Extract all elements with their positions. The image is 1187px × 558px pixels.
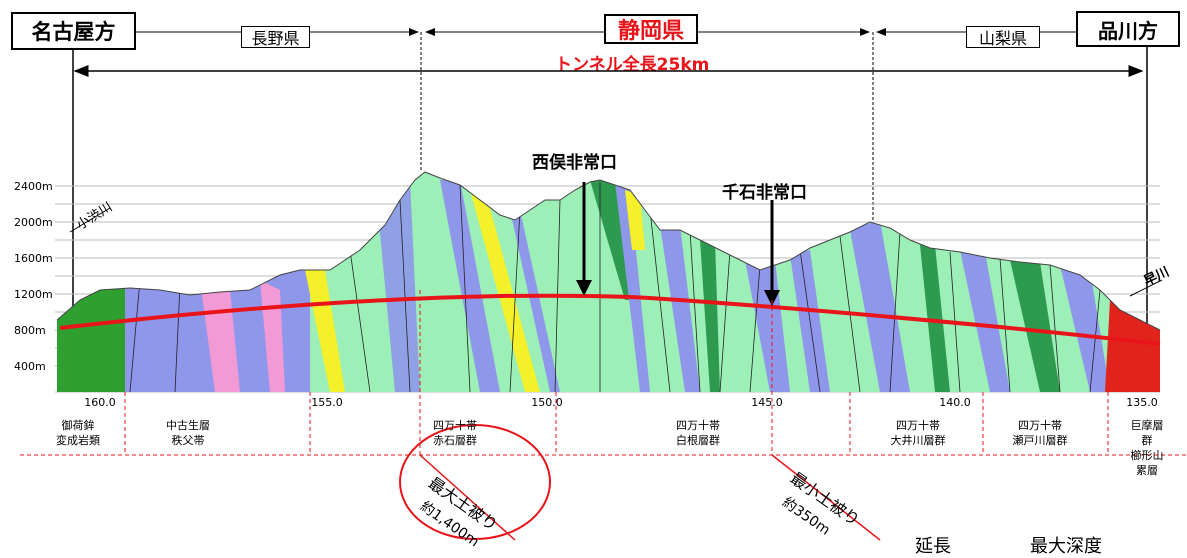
geology-label: 巨摩層群櫛形山累層: [1130, 419, 1164, 477]
nishimata-portal-label: 西俣非常口: [532, 153, 617, 173]
shizuoka-prefecture-box: 静岡県: [604, 14, 698, 44]
km-label-150: 150.0: [531, 396, 563, 409]
nagoya-direction-label: 名古屋方: [31, 20, 116, 44]
km-label-155: 155.0: [311, 396, 343, 409]
senngoku-portal-label: 千石非常口: [722, 183, 807, 203]
geology-label: 中古生層秩父帯: [166, 419, 210, 447]
altitude-label-1200: 1200m: [14, 288, 53, 301]
geology-label: 四万十帯白根層群: [676, 419, 720, 447]
yamanashi-prefecture-label: 山梨県: [978, 29, 1027, 48]
altitude-label-2000: 2000m: [14, 216, 53, 229]
nagano-prefecture-box: 長野県: [241, 26, 310, 48]
km-label-160: 160.0: [84, 396, 116, 409]
altitude-label-2400: 2400m: [14, 180, 53, 193]
shizuoka-prefecture-label: 静岡県: [617, 19, 684, 44]
altitude-label-1600: 1600m: [14, 252, 53, 265]
km-label-135: 135.0: [1126, 396, 1158, 409]
length-partial-label: 延長: [915, 536, 951, 557]
nagano-prefecture-label: 長野県: [251, 29, 300, 48]
geology-label: 四万十帯瀬戸川層群: [1012, 419, 1068, 447]
altitude-label-800: 800m: [14, 324, 46, 337]
shinagawa-direction-label: 品川方: [1098, 18, 1158, 43]
shinagawa-direction-box: 品川方: [1076, 11, 1180, 47]
geology-label: 四万十帯赤石層群: [433, 419, 477, 447]
geology-label: 御荷鉾変成岩類: [56, 419, 100, 447]
yamanashi-prefecture-box: 山梨県: [966, 26, 1040, 48]
geologic-profile-svg: [20, 28, 1187, 541]
km-label-140: 140.0: [939, 396, 971, 409]
altitude-label-400: 400m: [14, 360, 46, 373]
nagoya-direction-box: 名古屋方: [11, 12, 136, 50]
km-label-145: 145.0: [751, 396, 783, 409]
geology-label: 四万十帯大井川層群: [890, 419, 946, 447]
depth-partial-label: 最大深度: [1030, 536, 1102, 557]
